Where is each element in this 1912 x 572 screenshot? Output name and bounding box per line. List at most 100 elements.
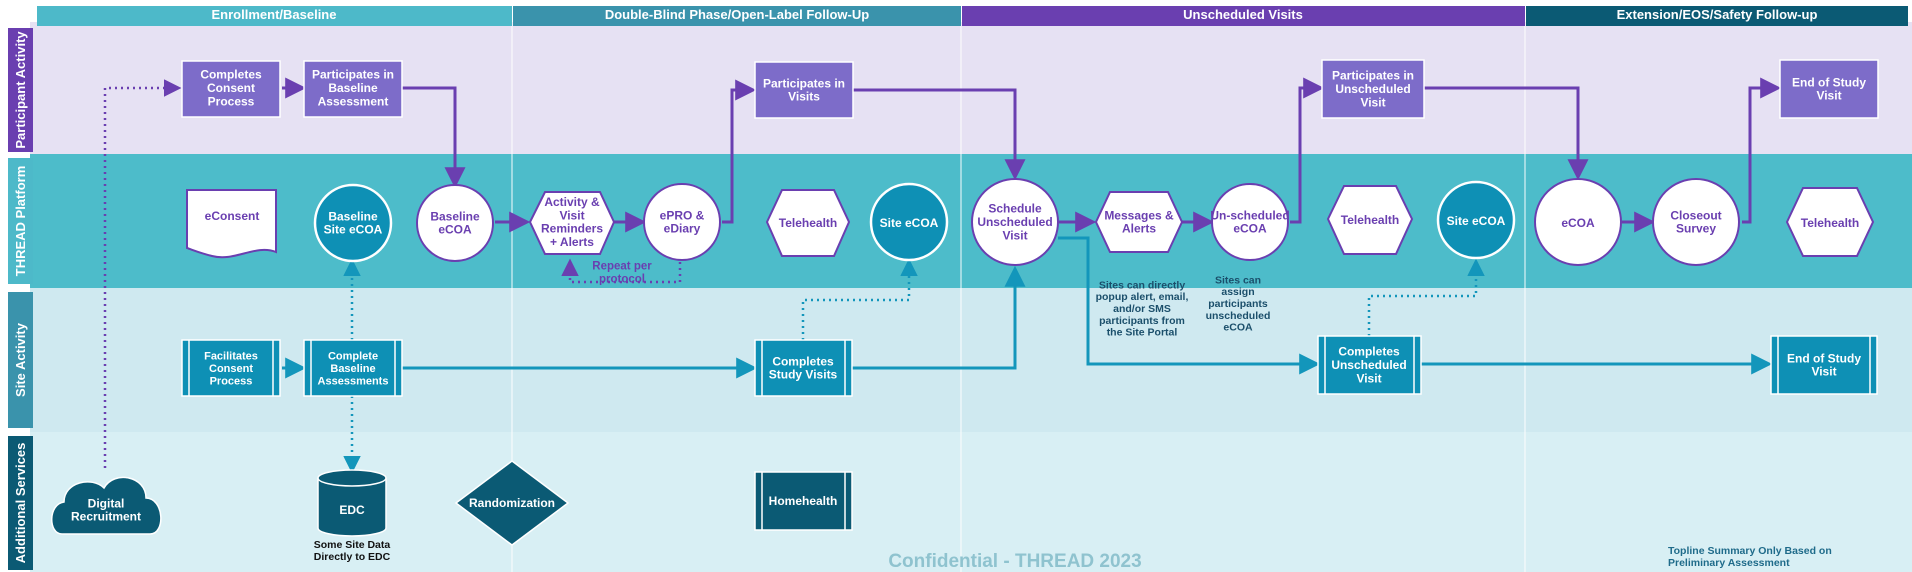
lane-labels: Participant Activity THREAD Platform Sit… [8, 28, 33, 570]
reminders-line: Activity & [544, 195, 600, 209]
participates-baseline-line-cont: Assessment [318, 94, 389, 108]
edc-note-line: Some Site Data [314, 539, 391, 551]
messages-alerts-line: Messages & [1104, 208, 1174, 222]
site-ecoa-circle-1: Site eCOA [869, 182, 949, 262]
baseline-site-ecoa-line-cont: Site eCOA [324, 223, 383, 237]
edc-note-line-cont: Directly to EDC [314, 551, 391, 563]
facilitates-consent-line-cont: Process [210, 375, 253, 387]
epro-line: ePRO & [660, 208, 705, 222]
baseline-ecoa-line: Baseline [430, 209, 480, 223]
repeat-note-line-cont: protocol [599, 273, 645, 285]
completes-unscheduled-line-cont: Visit [1356, 371, 1381, 385]
facilitates-consent-line: Facilitates [204, 351, 258, 363]
edc-label: EDC [339, 503, 365, 517]
telehealth-label-1: Telehealth [779, 216, 837, 230]
ecoa-label: eCOA [1561, 216, 1595, 230]
phase-header-enrollment [37, 6, 512, 26]
connector-closeout-end [1742, 77, 1782, 224]
randomization-diamond: Randomization [454, 460, 570, 546]
phase-label-extension: Extension/EOS/Safety Follow-up [1617, 7, 1818, 22]
note-assign-line-cont: eCOA [1223, 322, 1253, 334]
telehealth-label-3: Telehealth [1801, 216, 1859, 230]
topline-line-cont: Preliminary Assessment [1668, 557, 1790, 569]
svg-text:Messages &Alerts: Messages &Alerts [1104, 208, 1174, 235]
lane-label-services: Additional Services [13, 443, 28, 564]
note-assign-line-cont: participants [1208, 298, 1268, 310]
phase-header-extension [1526, 6, 1908, 26]
site-ecoa-label-2: Site eCOA [1447, 214, 1506, 228]
repeat-note-line: Repeat per [592, 261, 652, 273]
participates-visits-line-cont: Visits [788, 90, 820, 104]
connector-recruitment-consent [103, 79, 182, 468]
note-popup-line-cont: popup alert, email, [1096, 291, 1189, 303]
baseline-ecoa-line-cont: eCOA [438, 223, 472, 237]
lane-label-platform: THREAD Platform [13, 166, 28, 277]
ecoa-circle: eCOA [1534, 178, 1622, 266]
connector-baseline-ecoa [402, 86, 466, 189]
reminders-line-cont: Visit [559, 208, 584, 222]
participates-unscheduled-line-cont: Unscheduled [1335, 82, 1410, 96]
baseline-site-ecoa-line: Baseline [328, 209, 378, 223]
note-popup-line-cont: participants from [1099, 315, 1185, 327]
phase-label-double-blind: Double-Blind Phase/Open-Label Follow-Up [605, 7, 869, 22]
svg-text:ePRO &eDiary: ePRO &eDiary [660, 208, 705, 235]
svg-text:Topline Summary Only Based onP: Topline Summary Only Based onPreliminary… [1668, 545, 1832, 569]
phase-headers: Enrollment/Baseline Double-Blind Phase/O… [37, 6, 1908, 26]
completes-consent-line-cont: Process [208, 94, 255, 108]
completes-study-visits-line: Completes [772, 354, 834, 368]
connectors [103, 77, 1782, 474]
site-ecoa-circle-2: Site eCOA [1436, 180, 1516, 260]
note-popup-line-cont: and/or SMS [1113, 303, 1171, 315]
completes-unscheduled-line-cont: Unscheduled [1331, 358, 1406, 372]
participates-unscheduled-line: Participates in [1332, 69, 1414, 83]
digital-recruitment-line: Digital [88, 496, 125, 510]
connector-siteunscheduled-siteecoa [1367, 258, 1485, 336]
participates-unscheduled-line-cont: Visit [1360, 95, 1385, 109]
connector-epro-visits [722, 79, 757, 224]
connector-schedule-siteunscheduled [1058, 236, 1321, 375]
end-of-study-participant-line: End of Study [1792, 75, 1866, 89]
telehealth-hexagon-1: Telehealth [765, 189, 851, 257]
unscheduled-ecoa-line: Un-scheduled [1210, 208, 1289, 222]
reminders-line-cont: Reminders [541, 222, 603, 236]
connector-studyvisits-schedule [852, 265, 1026, 370]
connector-uecoa-participates [1290, 77, 1325, 224]
completes-unscheduled-line: Completes [1338, 345, 1400, 359]
schedule-unscheduled-line-cont: Unscheduled [977, 215, 1052, 229]
end-of-study-site-line: End of Study [1787, 351, 1861, 365]
lane-label-box-participant [8, 28, 33, 152]
complete-baseline-line: Complete [328, 351, 378, 363]
randomization-label: Randomization [469, 496, 555, 510]
econsent-label: eConsent [205, 209, 260, 223]
completes-consent-line-cont: Consent [207, 81, 255, 95]
site-ecoa-label-1: Site eCOA [880, 216, 939, 230]
homehealth-box: Homehealth [754, 471, 853, 531]
telehealth-hexagon-2: Telehealth [1326, 185, 1414, 255]
participates-visits-line: Participates in [763, 76, 845, 90]
complete-baseline-line-cont: Assessments [318, 375, 389, 387]
